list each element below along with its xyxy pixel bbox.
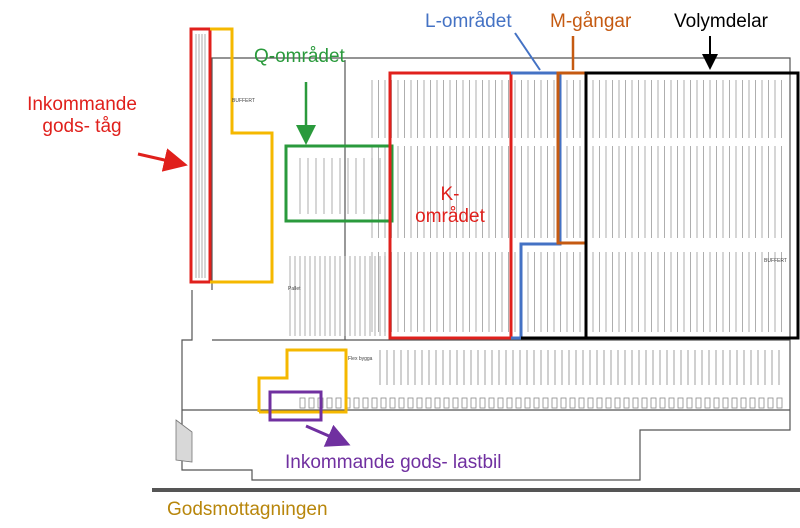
dock-door	[749, 397, 756, 409]
dock-door	[767, 397, 774, 409]
dock-door	[371, 397, 378, 409]
zone-m	[556, 71, 588, 245]
ground-line	[152, 488, 800, 492]
dock-door	[560, 397, 567, 409]
dock-door	[722, 397, 729, 409]
dock-door	[614, 397, 621, 409]
zone-k	[388, 71, 513, 340]
dock-door	[704, 397, 711, 409]
dock-door	[389, 397, 396, 409]
dock-door	[677, 397, 684, 409]
dock-door	[650, 397, 657, 409]
dock-door	[470, 397, 477, 409]
dock-door	[542, 397, 549, 409]
dock-row	[299, 350, 783, 409]
dock-door	[461, 397, 468, 409]
flex-tag: Flex bygga	[348, 356, 373, 362]
dock-door	[398, 397, 405, 409]
k-area-label-line2: området	[415, 206, 485, 227]
dock-door	[713, 397, 720, 409]
dock-door	[731, 397, 738, 409]
dock-door	[335, 397, 342, 409]
dock-door	[497, 397, 504, 409]
k-area-label: K- området	[395, 184, 505, 228]
dock-door	[443, 397, 450, 409]
zone-yellow-left	[210, 27, 274, 284]
dock-door	[587, 397, 594, 409]
dock-door	[740, 397, 747, 409]
dock-door	[434, 397, 441, 409]
triangle-shape	[175, 419, 193, 463]
dock-door	[452, 397, 459, 409]
dock-door	[416, 397, 423, 409]
dock-door	[524, 397, 531, 409]
dock-door	[425, 397, 432, 409]
dock-door	[659, 397, 666, 409]
zone-l	[511, 71, 562, 340]
dock-door	[596, 397, 603, 409]
dock-door	[758, 397, 765, 409]
volume-parts-label: Volymdelar	[674, 11, 768, 32]
dock-door	[641, 397, 648, 409]
rack-rows	[195, 34, 782, 336]
pallet-tag: Pallet	[288, 286, 301, 292]
dock-door	[362, 397, 369, 409]
dock-door	[506, 397, 513, 409]
dock-door	[551, 397, 558, 409]
dock-door	[479, 397, 486, 409]
dock-door	[776, 397, 783, 409]
goods-reception-label: Godsmottagningen	[167, 499, 328, 520]
dock-door	[326, 397, 333, 409]
arrow-l-area	[514, 32, 541, 71]
l-area-label: L-området	[425, 11, 512, 32]
dock-door	[353, 397, 360, 409]
zone-volume	[521, 71, 800, 340]
dock-door	[515, 397, 522, 409]
dock-door	[407, 397, 414, 409]
zone-incoming-truck	[268, 390, 351, 447]
k-area-label-line1: K-	[440, 184, 460, 205]
incoming-truck-label: Inkommande gods- lastbil	[285, 452, 502, 473]
arrow-incoming-train	[137, 148, 188, 172]
incoming-train-label-line1: Inkommande	[27, 94, 137, 115]
m-aisles-label: M-gångar	[550, 11, 632, 32]
dock-door	[308, 397, 315, 409]
dock-door	[605, 397, 612, 409]
dock-door	[488, 397, 495, 409]
dock-door	[569, 397, 576, 409]
dock-door	[299, 397, 306, 409]
zone-incoming-train	[189, 27, 212, 284]
q-area-label: Q-området	[254, 46, 345, 67]
dock-door	[533, 397, 540, 409]
buffer-tag-top: BUFFERT	[232, 98, 255, 104]
dock-door	[578, 397, 585, 409]
dock-door	[686, 397, 693, 409]
dock-door	[695, 397, 702, 409]
dock-door	[380, 397, 387, 409]
incoming-train-label: Inkommande gods- tåg	[22, 94, 142, 138]
incoming-train-label-line2: gods- tåg	[42, 116, 122, 137]
dock-door	[623, 397, 630, 409]
dock-door	[632, 397, 639, 409]
buffer-tag-right: BUFFERT	[764, 258, 787, 264]
zone-q	[284, 82, 394, 223]
zone-yellow-bottom	[257, 348, 348, 414]
dock-door	[668, 397, 675, 409]
